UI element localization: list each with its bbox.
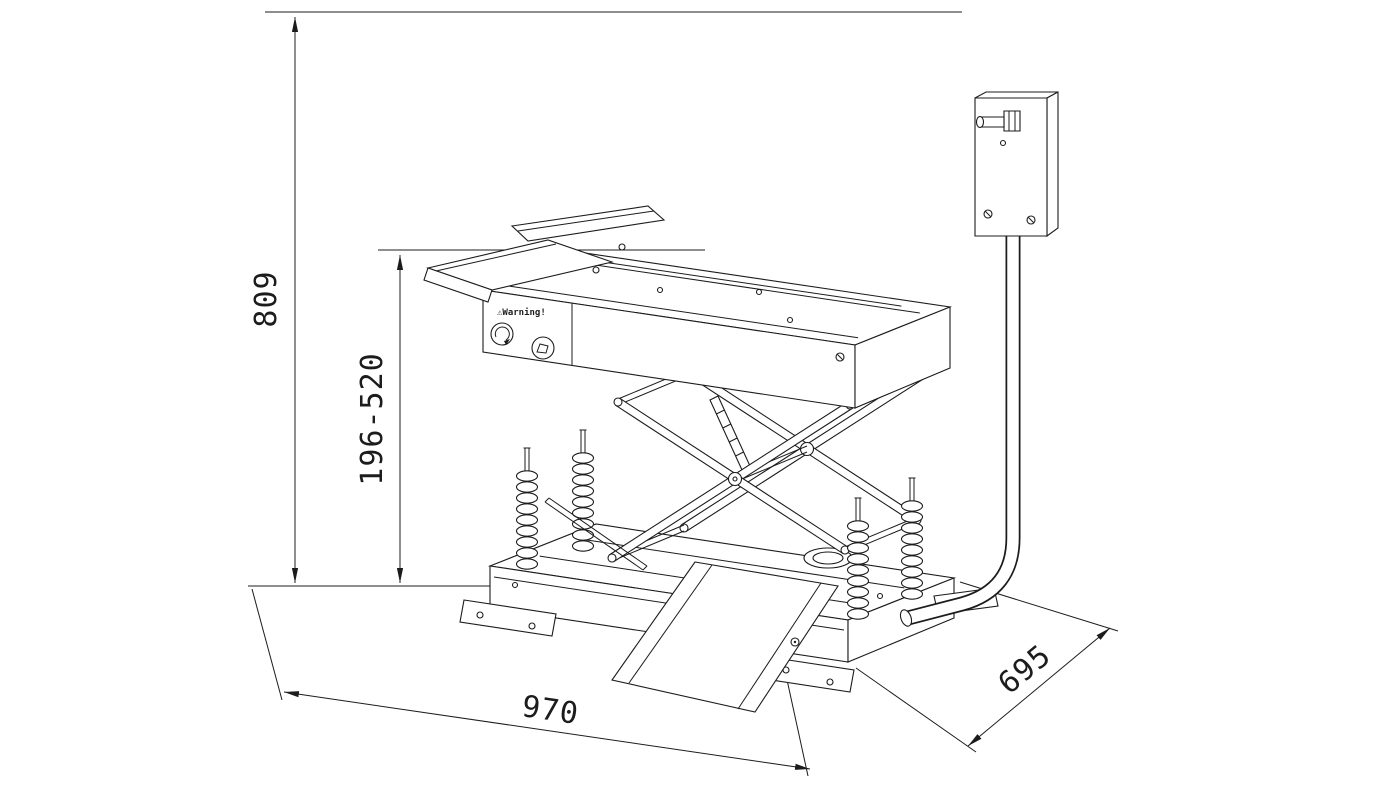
length-dimension-line <box>283 691 811 770</box>
spring-left-front <box>515 447 539 570</box>
foot-position-icon <box>531 336 555 360</box>
lever-mount-nut <box>1003 110 1021 132</box>
drive-on-ramp <box>611 561 839 713</box>
length-dimension: 970 <box>251 588 811 777</box>
spring-right-front <box>846 497 870 620</box>
platform-right-face <box>854 306 951 409</box>
release-handle-bar <box>544 497 648 571</box>
total-height-label: 809 <box>249 270 284 327</box>
total-height-dimension: 809 <box>248 11 962 587</box>
width-extension-front <box>855 667 977 753</box>
wheel-stop-plate <box>510 205 666 251</box>
control-box-side-face <box>1046 91 1059 238</box>
ramp-plate <box>611 561 839 713</box>
conduit-connector <box>899 609 913 627</box>
platform-assembly: ⚠Warning! <box>480 251 953 409</box>
lever-knob[interactable] <box>975 115 985 129</box>
length-extension-left <box>251 588 283 701</box>
control-box-front-face <box>974 97 1048 237</box>
control-box-top-face <box>974 91 1059 99</box>
width-dimension-line <box>967 627 1111 747</box>
flip-plate-lip <box>423 267 493 303</box>
lift-range-label: 196-520 <box>355 352 390 485</box>
spring-right-back <box>900 477 924 600</box>
warning-label: ⚠Warning! <box>497 307 546 318</box>
width-label: 695 <box>992 638 1058 701</box>
lift-range-dimension: 196-520 <box>355 249 705 583</box>
flip-plate <box>423 239 614 303</box>
power-conduit <box>899 236 1021 627</box>
rotate-direction-icon <box>490 322 514 346</box>
length-label: 970 <box>520 689 582 732</box>
control-box <box>974 91 1059 238</box>
wheel-stop-top <box>510 205 666 242</box>
scissor-mechanism <box>607 367 927 563</box>
